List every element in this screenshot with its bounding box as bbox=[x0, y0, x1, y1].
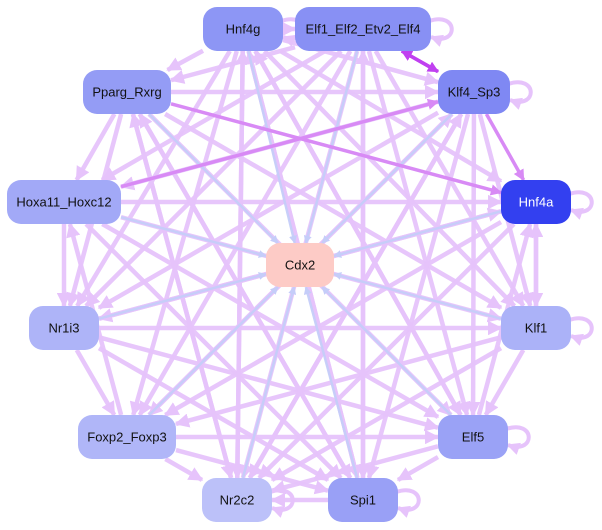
node-nr2c2[interactable]: Nr2c2 bbox=[202, 478, 272, 522]
edge-klf4-to-hnf4a bbox=[484, 113, 526, 181]
self-loop-elf5 bbox=[505, 425, 531, 455]
edge-pparg-to-hnf4a bbox=[170, 102, 503, 196]
edge-elf5-to-spi1 bbox=[396, 455, 440, 482]
edge-hnf4g-to-pparg bbox=[166, 48, 205, 72]
edge-elf5-to-cdx2 bbox=[321, 286, 452, 416]
edge-foxp2-to-cdx2 bbox=[148, 286, 279, 416]
node-spi1[interactable]: Spi1 bbox=[328, 478, 398, 522]
node-label: Klf4_Sp3 bbox=[448, 85, 501, 100]
node-label: Nr1i3 bbox=[48, 321, 79, 336]
edge-hnf4a-to-cdx2 bbox=[333, 210, 502, 258]
edge-pparg-to-hoxa11 bbox=[74, 112, 117, 182]
edge-klf4-to-nr1i3 bbox=[97, 110, 440, 310]
node-label: Spi1 bbox=[350, 493, 376, 508]
node-pparg-rxrg[interactable]: Pparg_Rxrg bbox=[83, 70, 171, 114]
edge-spi1-to-cdx2 bbox=[303, 286, 359, 479]
edge-hoxa11-to-klf4 bbox=[120, 98, 440, 189]
node-label: Hnf4a bbox=[519, 195, 554, 210]
self-loop-klf4 bbox=[507, 80, 533, 110]
edge-elf5-to-hnf4g bbox=[253, 49, 463, 417]
node-label: Nr2c2 bbox=[220, 493, 255, 508]
nodes-layer: Hnf4g Elf1_Elf2_Etv2_Elf4 Pparg_Rxrg Klf… bbox=[7, 7, 571, 522]
edge-spi1-to-pparg bbox=[137, 112, 353, 480]
self-loop-klf1 bbox=[568, 316, 594, 346]
node-elf5[interactable]: Elf5 bbox=[438, 415, 508, 459]
node-hnf4a[interactable]: Hnf4a bbox=[501, 180, 571, 224]
node-foxp2-foxp3[interactable]: Foxp2_Foxp3 bbox=[78, 415, 176, 459]
node-label: Pparg_Rxrg bbox=[92, 85, 161, 100]
node-klf1[interactable]: Klf1 bbox=[501, 306, 571, 350]
edge-pparg-to-klf1 bbox=[164, 112, 503, 310]
self-loop-nr2c2 bbox=[269, 488, 295, 518]
edge-hoxa11-to-cdx2 bbox=[120, 216, 267, 258]
edge-klf4-to-cdx2 bbox=[321, 113, 453, 244]
node-label: Foxp2_Foxp3 bbox=[87, 430, 167, 445]
edge-nr2c2-to-klf4 bbox=[247, 112, 464, 480]
node-klf4-sp3[interactable]: Klf4_Sp3 bbox=[438, 70, 510, 114]
node-label: Elf1_Elf2_Etv2_Elf4 bbox=[306, 22, 421, 37]
edge-elf1-to-pparg bbox=[169, 44, 296, 84]
edge-klf1-to-cdx2 bbox=[333, 272, 502, 320]
node-cdx2[interactable]: Cdx2 bbox=[266, 243, 334, 287]
node-label: Hnf4g bbox=[226, 22, 261, 37]
node-label: Cdx2 bbox=[285, 258, 315, 273]
edge-klf1-to-nr2c2 bbox=[270, 346, 503, 482]
edge-nr1i3-to-foxp2 bbox=[74, 348, 117, 417]
edge-nr2c2-to-hnf4g bbox=[235, 49, 250, 479]
edge-hoxa11-to-elf5 bbox=[101, 222, 440, 419]
edge-klf1-to-elf5 bbox=[483, 348, 526, 417]
node-label: Klf1 bbox=[525, 321, 547, 336]
self-loop-elf1 bbox=[428, 17, 454, 47]
node-hnf4g[interactable]: Hnf4g bbox=[203, 7, 283, 51]
self-loop-hnf4a bbox=[568, 190, 594, 220]
edge-nr1i3-to-cdx2 bbox=[98, 272, 267, 320]
self-loop-spi1 bbox=[395, 488, 421, 518]
node-label: Elf5 bbox=[462, 430, 484, 445]
node-hoxa11-hoxc12[interactable]: Hoxa11_Hoxc12 bbox=[7, 180, 121, 224]
node-label: Hoxa11_Hoxc12 bbox=[16, 195, 111, 210]
edge-hnf4a-to-foxp2 bbox=[164, 220, 503, 417]
edge-klf1-to-foxp2 bbox=[174, 335, 502, 428]
edge-foxp2-to-nr2c2 bbox=[164, 457, 204, 482]
edge-klf4-to-elf1 bbox=[400, 49, 439, 74]
node-elf1-elf2-etv2-elf4[interactable]: Elf1_Elf2_Etv2_Elf4 bbox=[295, 7, 431, 51]
edge-elf1-to-foxp2 bbox=[137, 49, 353, 417]
node-nr1i3[interactable]: Nr1i3 bbox=[29, 306, 99, 350]
edge-nr2c2-to-cdx2 bbox=[241, 286, 297, 479]
edge-pparg-to-cdx2 bbox=[148, 113, 279, 244]
edges-layer bbox=[56, 21, 544, 508]
